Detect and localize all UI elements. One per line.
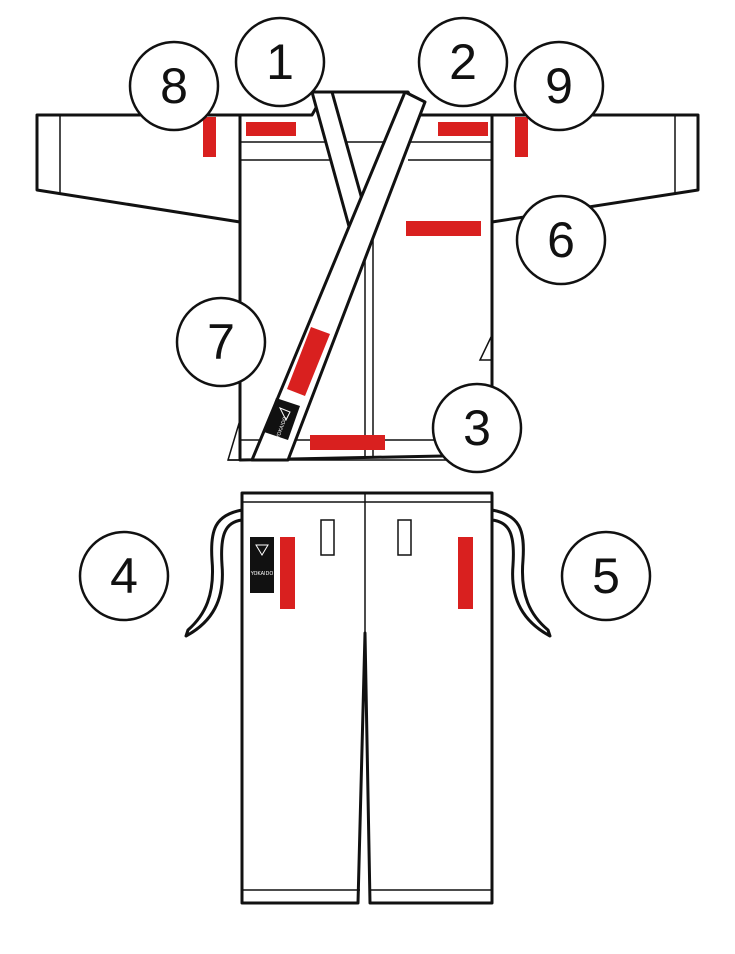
marker-4-number: 4 (110, 548, 138, 604)
marker-2: 2 (417, 16, 509, 108)
belt-loop-left (320, 519, 335, 556)
patch-5-pants-right-leg (458, 537, 473, 609)
jacket: YOKAIDO (35, 90, 700, 462)
patch-8-left-shoulder (203, 117, 216, 157)
marker-9-number: 9 (545, 58, 573, 114)
marker-7: 7 (175, 296, 267, 388)
yokaido-crest-icon (278, 407, 291, 422)
patch-3-jacket-bottom (310, 435, 385, 450)
pants: YOKAIDO (184, 491, 552, 905)
yokaido-crest-icon (255, 544, 269, 556)
marker-1: 1 (234, 16, 326, 108)
marker-6-number: 6 (547, 212, 575, 268)
marker-3: 3 (431, 382, 523, 474)
marker-6: 6 (515, 194, 607, 286)
patch-4-pants-left-leg (280, 537, 295, 609)
marker-2-number: 2 (449, 34, 477, 90)
patch-7-lapel (287, 327, 330, 396)
patch-9-right-shoulder (515, 117, 528, 157)
patches (203, 117, 528, 609)
pants-tag-label: YOKAIDO (250, 571, 274, 577)
jacket-brand-tag: YOKAIDO (264, 398, 300, 440)
patch-2-right-chest-upper (438, 122, 488, 136)
patch-6-right-chest (406, 221, 481, 236)
marker-7-number: 7 (207, 314, 235, 370)
marker-1-number: 1 (266, 34, 294, 90)
marker-4: 4 (78, 530, 170, 622)
marker-8: 8 (128, 40, 220, 132)
pants-body (240, 491, 494, 905)
patch-1-left-chest-upper (246, 122, 296, 136)
markers: 1 2 3 4 5 6 7 8 (78, 16, 652, 622)
pants-drawstring-right (490, 508, 552, 638)
marker-3-number: 3 (463, 400, 491, 456)
pants-drawstring-left (184, 508, 244, 638)
pants-brand-tag: YOKAIDO (250, 537, 274, 593)
marker-5-number: 5 (592, 548, 620, 604)
belt-loop-right (397, 519, 412, 556)
marker-8-number: 8 (160, 58, 188, 114)
marker-5: 5 (560, 530, 652, 622)
marker-9: 9 (513, 40, 605, 132)
